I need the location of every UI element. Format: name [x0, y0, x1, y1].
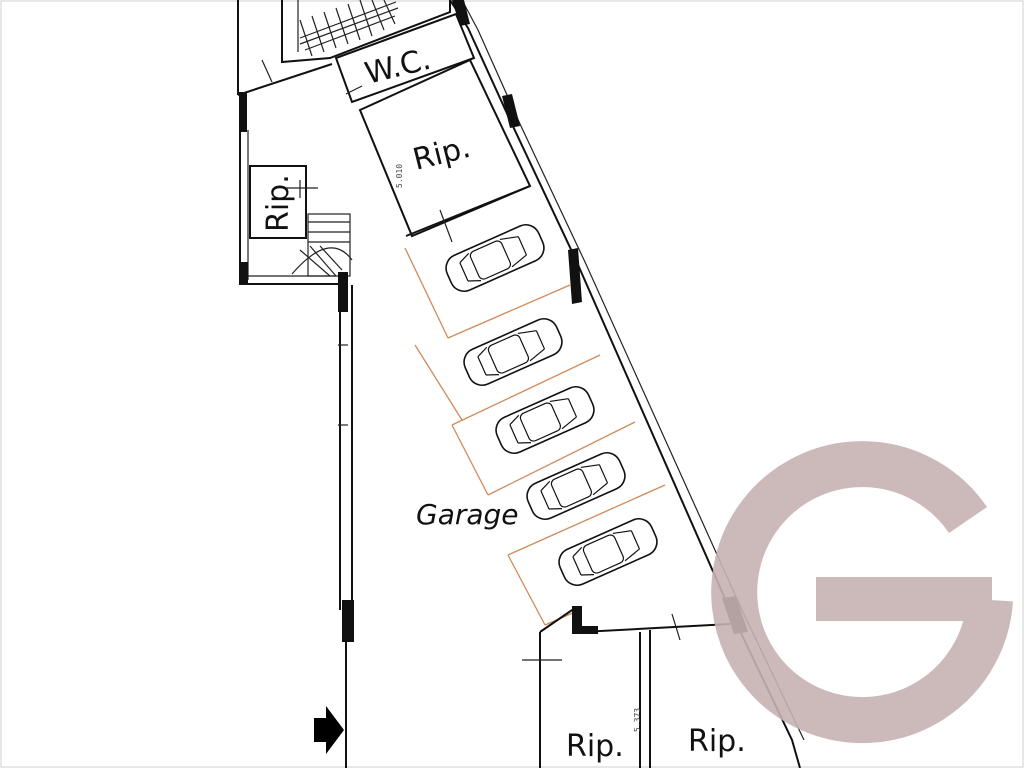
storage-room-top — [358, 58, 532, 243]
long-left-wall — [338, 272, 354, 768]
top-staircase — [281, 0, 451, 64]
car-3 — [495, 385, 595, 455]
dimension-bottom: 5.373 — [633, 708, 642, 732]
car-1 — [445, 223, 545, 293]
label-rip-left: Rip. — [261, 174, 296, 232]
watermark-logo-icon — [711, 441, 1013, 744]
spiral-staircase — [291, 213, 353, 277]
label-wc: W.C. — [361, 42, 434, 92]
car-2 — [463, 317, 563, 387]
label-rip-top: Rip. — [409, 130, 474, 178]
dimension-top: 5.010 — [395, 164, 404, 188]
label-rip-bottom-left: Rip. — [566, 729, 624, 764]
label-garage: Garage — [416, 498, 519, 531]
wc-room — [334, 12, 476, 104]
label-rip-bottom-right: Rip. — [688, 724, 746, 759]
entrance-arrow-icon — [314, 706, 344, 754]
car-4 — [526, 451, 626, 521]
storage-room-left — [249, 165, 318, 239]
parking-stalls — [404, 247, 666, 626]
car-5 — [558, 517, 658, 587]
storage-rooms-bottom — [522, 606, 731, 768]
